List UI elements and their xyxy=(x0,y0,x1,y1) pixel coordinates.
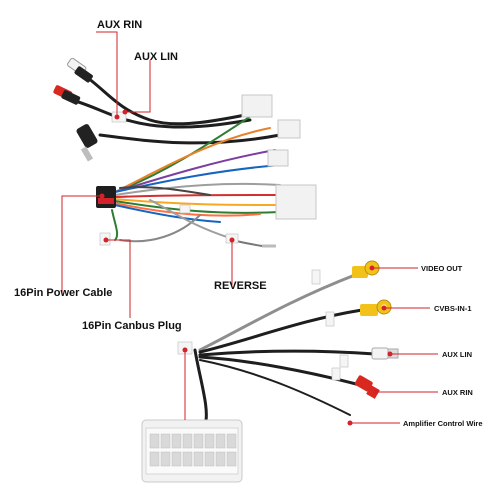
callout-canbus-plug xyxy=(106,239,131,318)
cable-tags xyxy=(99,111,239,246)
video-out-rca xyxy=(352,260,380,278)
upper-harness-wires xyxy=(70,76,282,247)
label-aux-rin-top: AUX RIN xyxy=(97,19,143,31)
top-rca-plugs xyxy=(53,57,98,162)
power-connector-clip xyxy=(98,198,114,204)
label-power-cable: 16Pin Power Cable xyxy=(14,287,113,299)
callout-aux-rin-top xyxy=(96,31,118,116)
label-aux-lin-right: AUX LIN xyxy=(442,350,472,359)
label-aux-lin-top: AUX LIN xyxy=(134,51,178,63)
label-video-out: VIDEO OUT xyxy=(421,264,463,273)
callout-lines xyxy=(61,31,438,424)
callout-dots xyxy=(99,109,393,426)
callout-aux-lin-top xyxy=(125,60,151,113)
aux-rin-rca xyxy=(354,375,380,399)
lower-harness-wires xyxy=(193,273,377,427)
upper-connectors xyxy=(241,94,317,220)
label-aux-rin-right: AUX RIN xyxy=(442,388,473,397)
label-canbus-plug: 16Pin Canbus Plug xyxy=(82,320,182,332)
label-amp-wire: Amplifier Control Wire xyxy=(403,419,483,428)
callout-power-cable xyxy=(61,195,102,293)
canbus-plug xyxy=(141,419,243,483)
power-connector xyxy=(96,186,116,208)
label-cvbs-in: CVBS-IN-1 xyxy=(434,304,472,313)
label-reverse: REVERSE xyxy=(214,280,267,292)
